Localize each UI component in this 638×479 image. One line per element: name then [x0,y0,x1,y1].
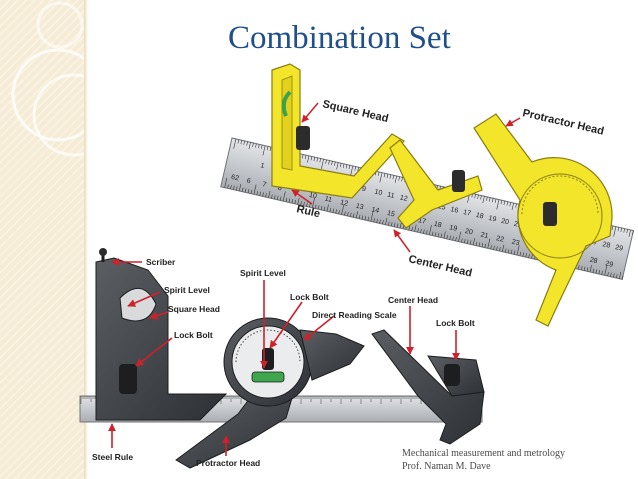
square-head-lock-bolt [296,126,310,150]
label-lock-bolt-middle: Lock Bolt [290,292,329,302]
label-lock-bolt-left: Lock Bolt [174,330,213,340]
label-center-head-bottom: Center Head [388,295,438,305]
label-square-head-bottom: Square Head [168,304,220,314]
top-figure: 1234567891011121314151617181920212223242… [221,64,634,326]
bottom-spirit-level [252,372,284,382]
footer-author: Prof. Naman M. Dave [402,461,491,472]
label-steel-rule: Steel Rule [92,452,133,462]
label-direct-reading-scale: Direct Reading Scale [312,310,397,320]
label-center-head: Center Head [407,253,473,279]
label-protractor-head: Protractor Head [521,107,605,137]
center-head-lock-bolt [452,170,465,192]
bottom-lock-bolt-left [119,364,137,394]
bottom-lock-bolt-right [444,364,460,386]
label-scriber: Scriber [146,257,176,267]
label-square-head: Square Head [321,98,389,125]
label-spirit-level-left: Spirit Level [164,285,210,295]
label-protractor-head-bottom: Protractor Head [196,458,260,468]
bottom-center-head [372,330,484,444]
footer-course: Mechanical measurement and metrology [402,448,565,459]
bottom-figure: Scriber Spirit Level Square Head Lock Bo… [80,248,484,468]
label-spirit-level-top: Spirit Level [240,268,286,278]
scriber-tip [99,248,107,256]
label-lock-bolt-right: Lock Bolt [436,318,475,328]
protractor-lock-bolt [543,202,557,226]
bottom-protractor-head [176,318,364,468]
